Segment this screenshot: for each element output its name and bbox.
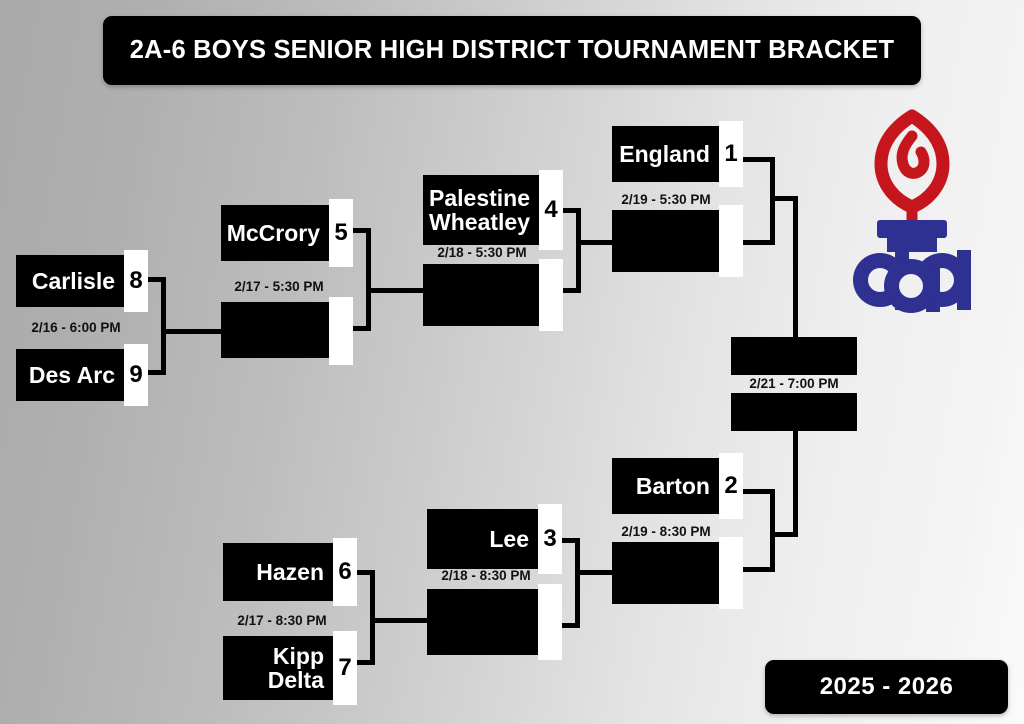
- seed-number: 5: [334, 219, 348, 246]
- team-name: Carlisle: [31, 267, 115, 294]
- seed-tab: 5: [329, 199, 353, 267]
- aaa-logo: [851, 108, 973, 313]
- team-name: Kipp Delta: [267, 642, 324, 693]
- connector-line: [743, 567, 775, 572]
- seed-tab: [719, 537, 743, 609]
- bracket-slot[interactable]: Kipp Delta: [223, 636, 333, 700]
- game-time: 2/17 - 5:30 PM: [234, 279, 324, 294]
- connector-line: [353, 228, 371, 233]
- connector-line: [562, 538, 580, 543]
- aaa-letters: [853, 250, 971, 313]
- connector-line: [793, 196, 798, 338]
- team-name: Barton: [635, 472, 710, 499]
- seed-tab: [719, 205, 743, 277]
- connector-line: [770, 489, 775, 537]
- bracket-slot[interactable]: Carlisle: [16, 255, 124, 307]
- team-name: Hazen: [256, 558, 324, 585]
- bracket-slot[interactable]: [612, 542, 719, 604]
- bracket-slot-championship[interactable]: [731, 337, 857, 375]
- connector-line: [353, 326, 371, 331]
- connector-line: [563, 288, 581, 293]
- connector-line: [793, 431, 798, 537]
- game-time: 2/16 - 6:00 PM: [31, 320, 121, 335]
- bracket-slot[interactable]: [423, 264, 539, 326]
- team-name: McCrory: [226, 219, 320, 246]
- flame-icon: [874, 109, 950, 226]
- bracket-slot-championship[interactable]: [731, 393, 857, 431]
- bracket-slot[interactable]: [427, 589, 538, 655]
- seed-tab: [538, 584, 562, 660]
- connector-line: [770, 157, 775, 245]
- seed-tab: 3: [538, 504, 562, 574]
- connector-line: [562, 623, 580, 628]
- team-name: Des Arc: [28, 361, 115, 388]
- connector-line: [357, 570, 375, 575]
- connector-line: [563, 208, 581, 213]
- bracket-slot[interactable]: Palestine Wheatley: [423, 175, 539, 245]
- connector-line: [576, 240, 612, 245]
- connector-line: [576, 208, 581, 293]
- connector-line: [743, 157, 775, 162]
- connector-line: [743, 489, 775, 494]
- connector-line: [770, 532, 798, 537]
- connector-line: [366, 228, 371, 331]
- connector-line: [770, 532, 775, 572]
- connector-line: [575, 570, 612, 575]
- seed-tab: [539, 259, 563, 331]
- team-name: England: [619, 140, 710, 167]
- connector-line: [770, 196, 798, 201]
- seed-tab: 8: [124, 250, 148, 312]
- season-badge: 2025 - 2026: [765, 660, 1008, 714]
- seed-number: 9: [129, 361, 143, 388]
- season-label: 2025 - 2026: [819, 673, 954, 700]
- connector-line: [148, 370, 166, 375]
- seed-tab: 1: [719, 121, 743, 187]
- seed-number: 7: [338, 654, 352, 681]
- seed-tab: 7: [333, 631, 357, 705]
- team-name: Lee: [489, 525, 529, 552]
- game-time: 2/18 - 8:30 PM: [441, 568, 531, 583]
- seed-tab: 9: [124, 344, 148, 406]
- seed-tab: 2: [719, 453, 743, 519]
- seed-number: 3: [543, 525, 557, 552]
- seed-tab: 6: [333, 538, 357, 606]
- bracket-slot[interactable]: Des Arc: [16, 349, 124, 401]
- torch-base-icon: [877, 220, 947, 252]
- bracket-slot[interactable]: McCrory: [221, 205, 329, 261]
- seed-number: 6: [338, 558, 352, 585]
- connector-line: [161, 329, 221, 334]
- connector-line: [370, 618, 428, 623]
- seed-number: 1: [724, 140, 738, 167]
- connector-line: [370, 570, 375, 665]
- connector-line: [366, 288, 423, 293]
- seed-number: 4: [544, 196, 558, 223]
- seed-number: 8: [129, 267, 143, 294]
- bracket-slot[interactable]: Barton: [612, 458, 719, 514]
- bracket-slot[interactable]: England: [612, 126, 719, 182]
- seed-number: 2: [724, 472, 738, 499]
- game-time: 2/17 - 8:30 PM: [237, 613, 327, 628]
- bracket-slot[interactable]: [221, 302, 329, 358]
- team-name: Palestine Wheatley: [429, 184, 530, 235]
- connector-line: [357, 660, 375, 665]
- page-title-text: 2A-6 BOYS SENIOR HIGH DISTRICT TOURNAMEN…: [129, 36, 895, 64]
- game-time: 2/19 - 8:30 PM: [621, 524, 711, 539]
- game-time: 2/19 - 5:30 PM: [621, 192, 711, 207]
- page-title: 2A-6 BOYS SENIOR HIGH DISTRICT TOURNAMEN…: [103, 16, 921, 85]
- bracket-slot[interactable]: Lee: [427, 509, 538, 569]
- bracket-slot[interactable]: Hazen: [223, 543, 333, 601]
- connector-line: [575, 538, 580, 628]
- seed-tab: [329, 297, 353, 365]
- connector-line: [148, 277, 166, 282]
- game-time: 2/21 - 7:00 PM: [749, 376, 839, 391]
- seed-tab: 4: [539, 170, 563, 250]
- connector-line: [161, 277, 166, 375]
- connector-line: [743, 240, 775, 245]
- bracket-slot[interactable]: [612, 210, 719, 272]
- game-time: 2/18 - 5:30 PM: [437, 245, 527, 260]
